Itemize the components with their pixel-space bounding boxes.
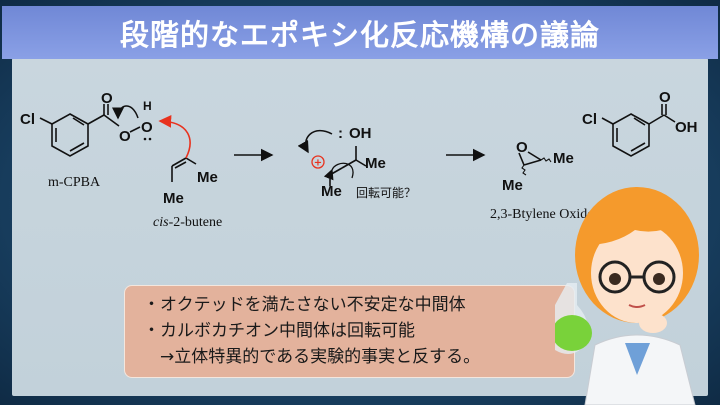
butene-me2: Me bbox=[163, 190, 184, 207]
curved-arrow-icon bbox=[297, 129, 333, 154]
atom-cl: Cl bbox=[20, 111, 35, 128]
note-line-2: ・カルボカチオン中間体は回転可能 bbox=[143, 321, 415, 341]
red-curved-arrow-icon bbox=[158, 114, 191, 159]
note-line-3: →立体特異的である実験的事実と反する。 bbox=[143, 347, 481, 367]
cba-oh: OH bbox=[675, 119, 698, 136]
mcpba-structure bbox=[39, 104, 141, 157]
lone-pair-dots-icon bbox=[143, 137, 152, 141]
mcpba-label: m-CPBA bbox=[48, 175, 101, 190]
scientist-girl-illustration bbox=[555, 187, 699, 405]
intermediate-me1: Me bbox=[365, 155, 386, 172]
page-title: 段階的なエポキシ化反応機構の議論 bbox=[119, 17, 600, 52]
positive-charge-icon bbox=[311, 155, 325, 169]
epoxide-label: 2,3-Btylene Oxide bbox=[490, 207, 593, 222]
epoxide-o: O bbox=[516, 139, 528, 156]
butene-me1: Me bbox=[197, 169, 218, 186]
note-line-1: ・オクテッドを満たさない不安定な中間体 bbox=[143, 295, 466, 315]
lone-pair-colon: : bbox=[338, 125, 343, 142]
intermediate-structure bbox=[327, 146, 367, 186]
atom-o-ester: O bbox=[119, 128, 131, 145]
epoxide-me2: Me bbox=[502, 177, 523, 194]
charge-label: + bbox=[314, 158, 322, 169]
epoxide-structure bbox=[518, 151, 552, 176]
cba-cl: Cl bbox=[582, 111, 597, 128]
title-bar: 段階的なエポキシ化反応機構の議論 bbox=[2, 6, 718, 59]
intermediate-me2: Me bbox=[321, 183, 342, 200]
epoxide-me1: Me bbox=[553, 150, 574, 167]
chlorobenzoic-acid-structure bbox=[601, 104, 676, 157]
butene-label: cis-2-butene bbox=[153, 215, 222, 230]
rotation-question: 回転可能？ bbox=[356, 186, 416, 200]
intermediate-oh: OH bbox=[349, 125, 372, 142]
atom-o-carbonyl: O bbox=[101, 90, 113, 107]
rotation-arrow-icon bbox=[323, 162, 354, 181]
atom-o-peroxy: O bbox=[141, 119, 153, 136]
atom-h: H bbox=[143, 99, 152, 113]
butene-structure bbox=[171, 157, 197, 182]
note-box: ・オクテッドを満たさない不安定な中間体 ・カルボカチオン中間体は回転可能 →立体… bbox=[124, 285, 575, 378]
cba-o: O bbox=[659, 89, 671, 106]
curved-arrow-icon bbox=[112, 105, 139, 120]
